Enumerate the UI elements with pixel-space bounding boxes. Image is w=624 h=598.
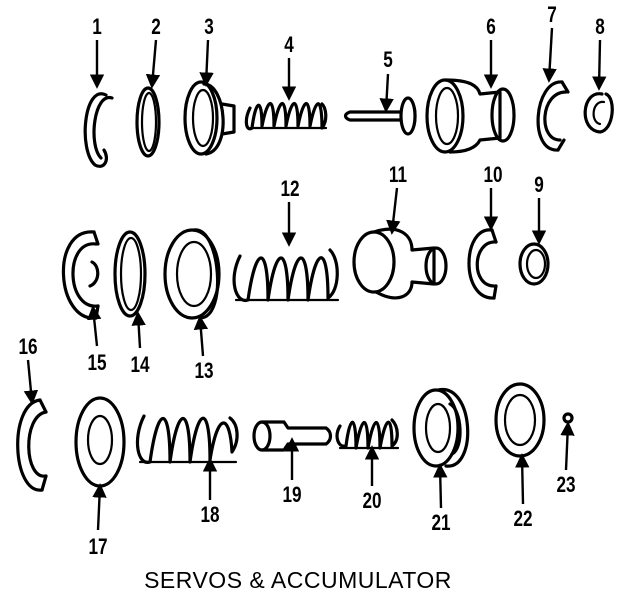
- callout-15: 15: [87, 351, 106, 376]
- part-23-check-ball: [562, 412, 574, 424]
- leader-lines: [23, 27, 607, 531]
- callout-21: 21: [431, 511, 450, 536]
- part-11-servo-piston: [352, 227, 448, 300]
- part-12-spring: [232, 248, 340, 302]
- part-13-piston: [163, 228, 221, 320]
- part-18-spring: [135, 414, 239, 464]
- part-3-piston: [183, 80, 236, 156]
- callout-17: 17: [88, 535, 107, 560]
- part-7-snap-ring: [536, 80, 570, 152]
- part-20-spring: [335, 418, 400, 450]
- callout-14: 14: [130, 353, 149, 378]
- callout-1: 1: [92, 15, 102, 40]
- part-15-snap-ring: [61, 230, 100, 320]
- part-8-snap-ring: [583, 92, 614, 134]
- callout-23: 23: [556, 473, 575, 498]
- callout-5: 5: [383, 48, 393, 73]
- callout-13: 13: [194, 359, 213, 384]
- callout-16: 16: [18, 335, 37, 360]
- part-1-snap-ring: [83, 92, 114, 168]
- callout-11: 11: [389, 163, 407, 188]
- part-16-snap-ring: [16, 398, 48, 492]
- part-17-seal: [74, 396, 126, 488]
- callout-9: 9: [534, 173, 544, 198]
- part-2-seal-ring: [135, 86, 161, 158]
- callout-4: 4: [284, 33, 294, 58]
- callout-20: 20: [362, 489, 381, 514]
- diagram-title: SERVOS & ACCUMULATOR: [144, 567, 452, 593]
- part-22-seal-ring: [494, 382, 546, 458]
- callout-7: 7: [547, 3, 557, 28]
- part-4-spring: [244, 102, 328, 131]
- part-10-snap-ring: [467, 228, 498, 300]
- callout-8: 8: [595, 15, 605, 40]
- callout-18: 18: [200, 503, 219, 528]
- part-9-seal-ring: [518, 242, 550, 286]
- part-21-piston: [412, 388, 470, 468]
- part-6-servo-piston: [425, 78, 516, 154]
- part-5-pin: [343, 96, 417, 136]
- callout-3: 3: [204, 15, 214, 40]
- callout-19: 19: [282, 483, 301, 508]
- callout-12: 12: [280, 177, 299, 202]
- callout-2: 2: [151, 15, 161, 40]
- callout-6: 6: [486, 15, 496, 40]
- callout-22: 22: [513, 507, 532, 532]
- callout-10: 10: [483, 163, 502, 188]
- part-14-seal-ring: [113, 230, 147, 318]
